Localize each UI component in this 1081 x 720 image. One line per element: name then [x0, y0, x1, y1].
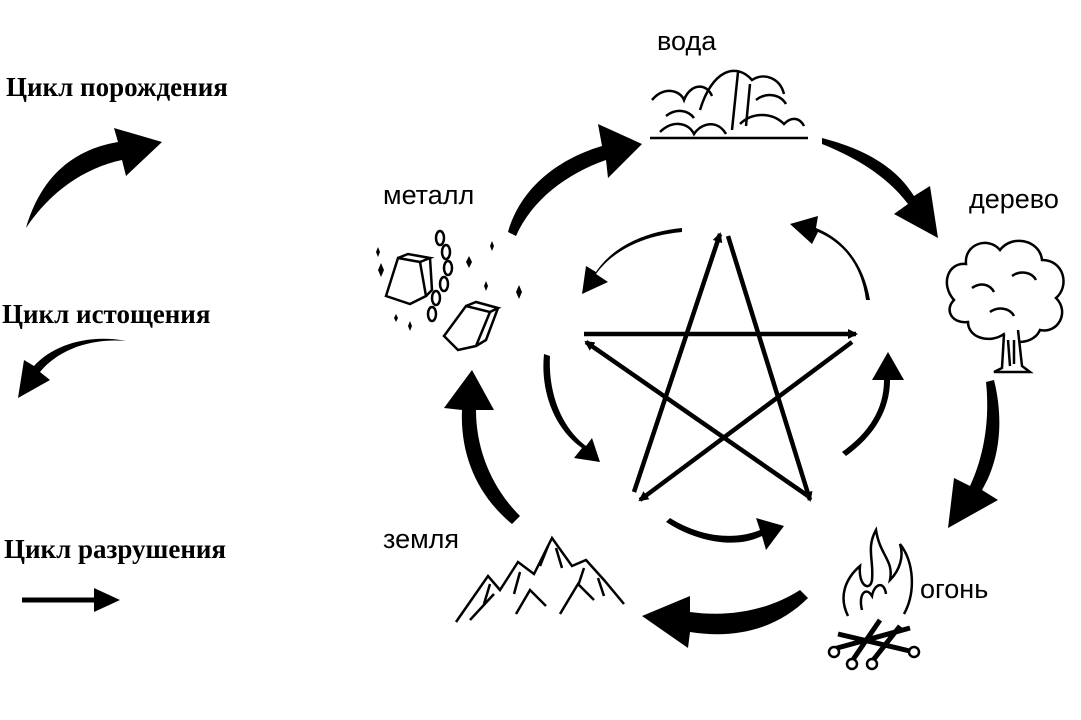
arrow-water-to-metal-icon: [582, 228, 682, 294]
arrow-wood-to-fire-icon: [948, 380, 1000, 528]
arrow-fire-to-metal-icon: [584, 340, 810, 498]
legend-generation-arrow-icon: [26, 128, 162, 228]
arrow-metal-to-earth-icon: [543, 354, 600, 462]
legend-exhaustion-arrow-icon: [18, 338, 126, 398]
arrow-water-to-fire-icon: [725, 235, 813, 502]
wood-tree-illustration-icon: [945, 239, 1065, 374]
legend-destruction-label: Цикл разрушения: [4, 534, 227, 564]
element-metal-label: металл: [383, 180, 475, 210]
arrow-fire-to-earth-icon: [642, 590, 808, 648]
arrow-wood-to-earth-icon: [638, 340, 854, 502]
water-illustration-icon: [650, 69, 808, 140]
element-fire-label: огонь: [920, 574, 989, 604]
earth-mountains-illustration-icon: [454, 535, 625, 623]
legend-generation-label: Цикл порождения: [6, 72, 228, 102]
arrow-wood-to-water-icon: [790, 216, 870, 300]
element-earth-label: земля: [383, 524, 460, 554]
metal-ingots-chain-illustration-icon: [376, 229, 522, 352]
arrow-earth-to-fire-icon: [666, 518, 784, 550]
destruction-cycle-star: [584, 232, 858, 502]
element-water-label: вода: [657, 26, 717, 56]
exhaustion-cycle-arrows: [543, 216, 904, 550]
legend-exhaustion-label: Цикл истощения: [2, 299, 211, 329]
arrow-fire-to-wood-icon: [842, 352, 904, 456]
generation-cycle-arrows: [444, 124, 1000, 648]
arrow-water-to-wood-icon: [822, 138, 938, 238]
legend-destruction-arrow-icon: [22, 588, 120, 612]
element-wood-label: дерево: [969, 184, 1059, 214]
arrow-earth-to-water-icon: [631, 232, 723, 493]
arrow-earth-to-metal-icon: [444, 370, 520, 524]
fire-campfire-illustration-icon: [827, 526, 921, 671]
arrow-metal-to-water-icon: [508, 124, 642, 236]
